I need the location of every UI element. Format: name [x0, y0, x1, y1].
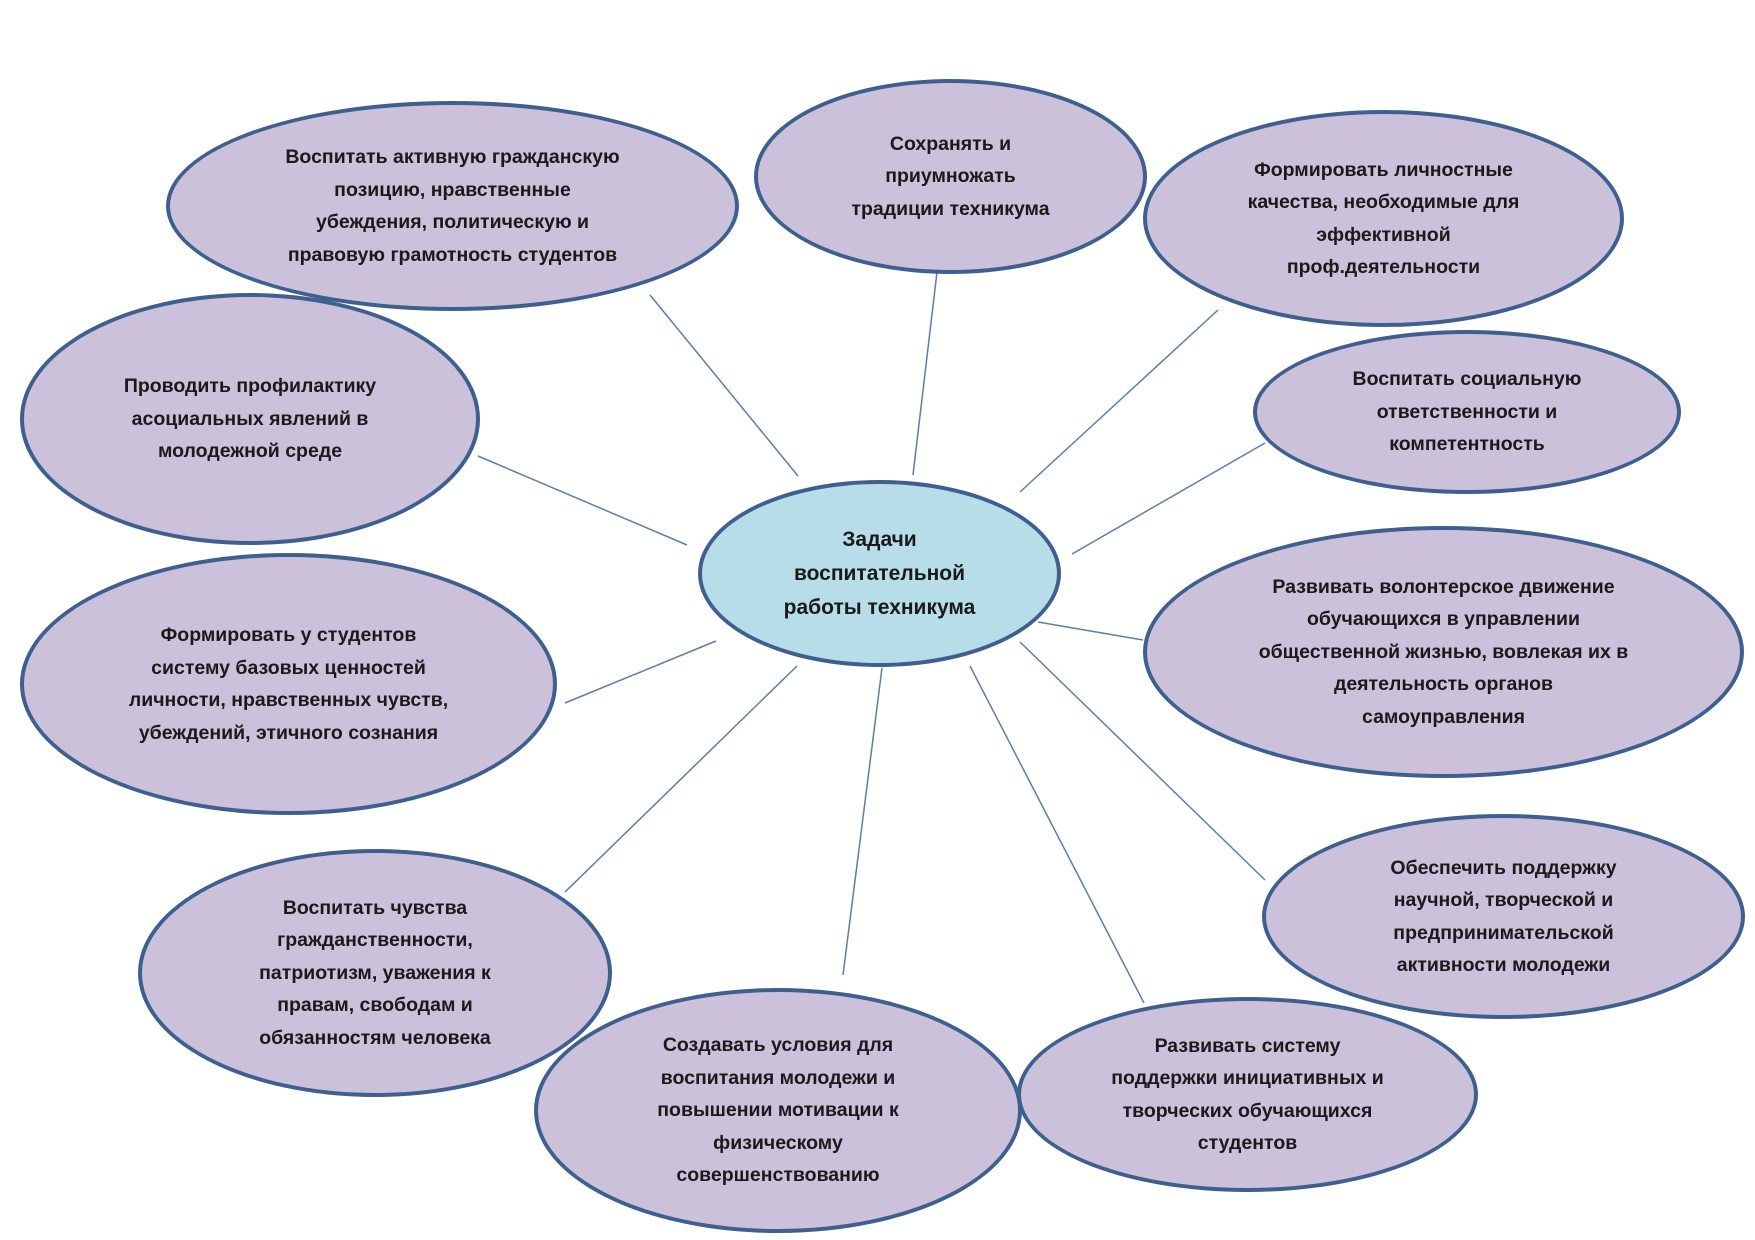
task-label: Обеспечить поддержку научной, творческой… [1390, 856, 1617, 977]
connector-line [1019, 641, 1266, 881]
connector-line [1019, 309, 1219, 493]
task-node-prevention: Проводить профилактику асоциальных явлен… [20, 293, 480, 545]
connector-line [649, 294, 799, 477]
task-node-support-activity: Обеспечить поддержку научной, творческой… [1262, 814, 1745, 1019]
central-topic-label: Задачи воспитательной работы техникума [783, 527, 976, 619]
task-label: Воспитать активную гражданскую позицию, … [285, 146, 620, 266]
task-label: Воспитать социальную ответственности и к… [1352, 368, 1582, 456]
connector-line [477, 455, 688, 546]
task-node-civic-position: Воспитать активную гражданскую позицию, … [166, 101, 739, 311]
task-node-volunteering: Развивать волонтерское движение обучающи… [1143, 526, 1744, 778]
connector-line [1071, 442, 1266, 555]
task-node-basic-values: Формировать у студентов систему базовых … [20, 553, 557, 815]
connector-line [912, 271, 938, 476]
task-node-traditions: Сохранять и приумножать традиции технику… [754, 79, 1147, 274]
connector-line [842, 667, 883, 976]
task-label: Развивать волонтерское движение обучающи… [1258, 575, 1629, 728]
task-label: Развивать систему поддержки инициативных… [1111, 1034, 1384, 1155]
task-label: Создавать условия для воспитания молодеж… [657, 1034, 899, 1187]
task-label: Проводить профилактику асоциальных явлен… [123, 375, 377, 463]
connector-line [1037, 621, 1144, 641]
task-node-initiative-students: Развивать систему поддержки инициативных… [1017, 997, 1478, 1192]
task-label: Воспитать чувства гражданственности, пат… [259, 896, 491, 1049]
task-label: Сохранять и приумножать традиции технику… [851, 132, 1050, 220]
task-label: Формировать у студентов систему базовых … [128, 624, 449, 744]
connector-line [564, 665, 798, 893]
connector-line [564, 640, 717, 704]
task-node-physical-motivation: Создавать условия для воспитания молодеж… [534, 988, 1022, 1233]
task-node-citizenship-feelings: Воспитать чувства гражданственности, пат… [138, 849, 612, 1097]
task-node-social-responsibility: Воспитать социальную ответственности и к… [1253, 330, 1681, 494]
task-label: Формировать личностные качества, необход… [1247, 158, 1520, 279]
task-node-personal-qualities: Формировать личностные качества, необход… [1143, 110, 1624, 327]
central-topic: Задачи воспитательной работы техникума [698, 480, 1061, 667]
connector-line [969, 665, 1145, 1004]
